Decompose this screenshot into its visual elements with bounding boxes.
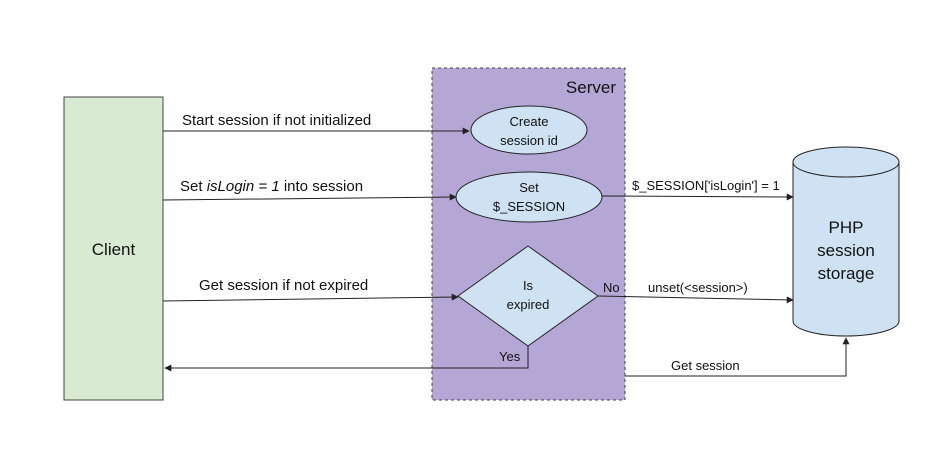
client-label: Client — [92, 240, 136, 259]
is-expired-label-2: expired — [507, 297, 550, 312]
no-label: No — [603, 280, 620, 295]
set-session-label-1: Set — [519, 180, 539, 195]
storage-label-3: storage — [818, 264, 875, 283]
yes-return-arrow — [164, 346, 529, 372]
is-expired-label-1: Is — [523, 278, 534, 293]
set-session-label-2: $_SESSION — [493, 199, 565, 214]
get-session-arrow — [625, 337, 850, 377]
php-session-storage-node — [792, 146, 900, 337]
start-session-label: Start session if not initialized — [182, 112, 371, 129]
storage-label-2: session — [817, 241, 875, 260]
unset-label: unset(<session>) — [648, 280, 748, 295]
storage-label-1: PHP — [829, 218, 864, 237]
yes-label: Yes — [499, 349, 521, 364]
set-islogin-label: Set isLogin = 1 into session — [180, 178, 363, 195]
server-title: Server — [566, 78, 616, 97]
get-session-label: Get session — [671, 358, 740, 373]
create-session-label-1: Create — [509, 114, 548, 129]
set-islogin-arrow — [162, 193, 457, 201]
get-session-not-expired-label: Get session if not expired — [199, 277, 368, 294]
get-session-not-expired-arrow — [162, 293, 459, 302]
unset-session-arrow — [597, 295, 794, 304]
client-box — [63, 96, 164, 401]
session-assign-label: $_SESSION['isLogin'] = 1 — [632, 178, 780, 193]
create-session-id-node — [470, 105, 588, 155]
create-session-label-2: session id — [500, 133, 558, 148]
session-assign-arrow — [601, 193, 794, 201]
